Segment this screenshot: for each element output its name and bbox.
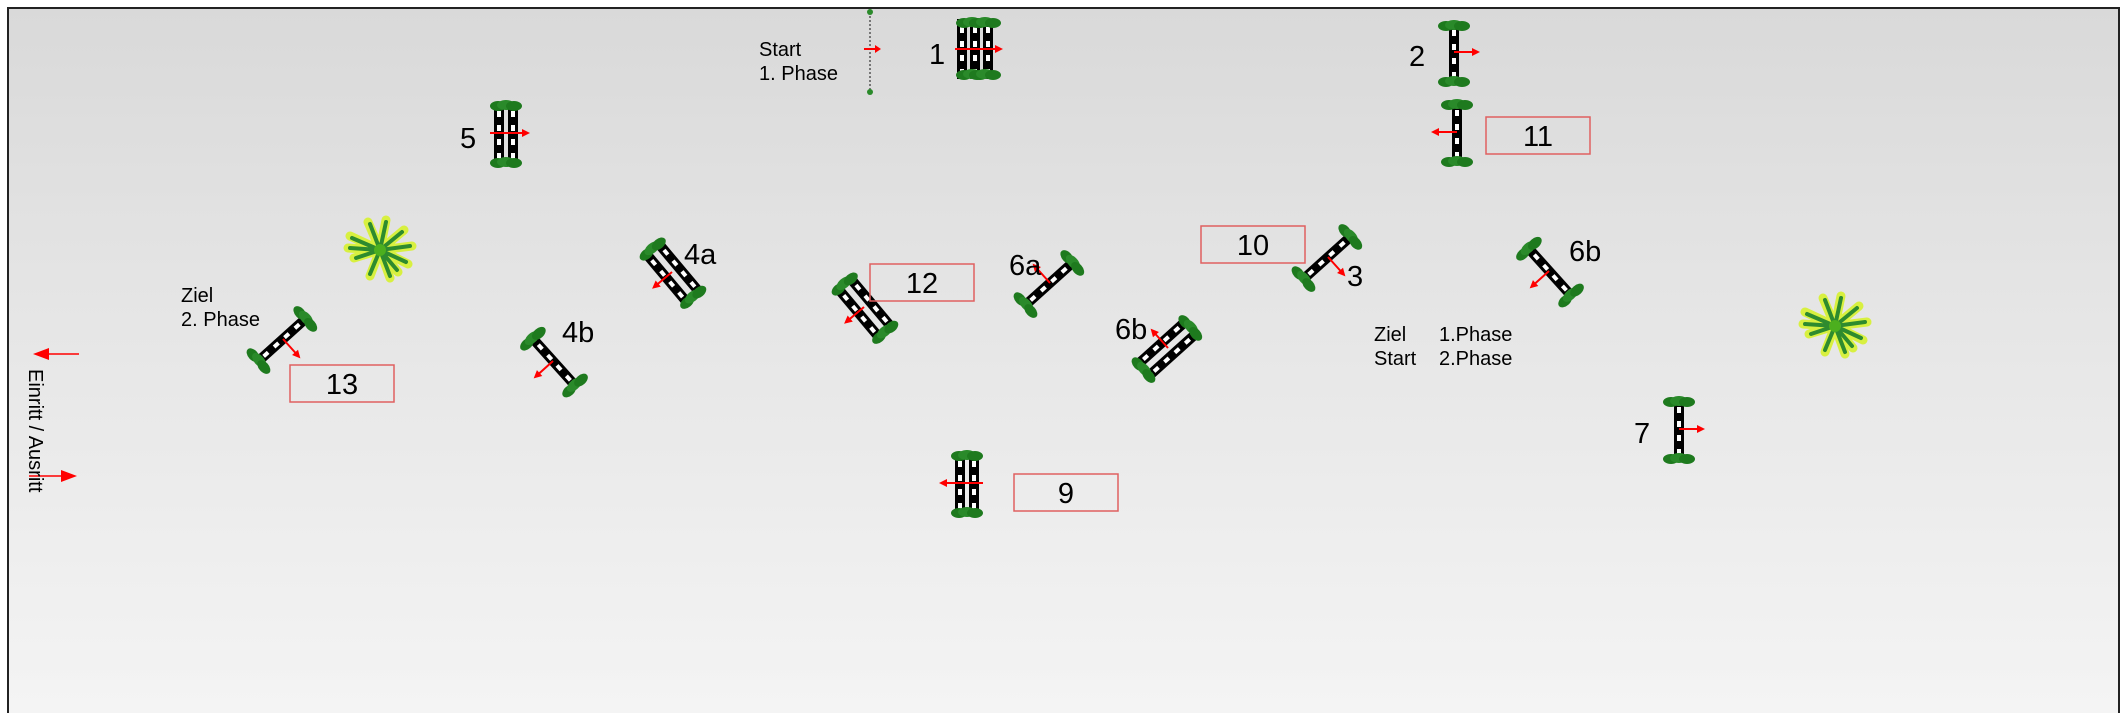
entrance-exit-arrows: [29, 348, 79, 482]
direction-arrow-icon: [939, 479, 947, 487]
start-label-line2: 1. Phase: [759, 63, 838, 85]
fence-label-7: 7: [1634, 418, 1650, 450]
direction-arrow-icon: [1337, 267, 1346, 277]
fence-6b: [1129, 312, 1206, 386]
finish-start-label-b: 1.Phase: [1439, 324, 1512, 346]
fence-1: [955, 17, 1003, 80]
finish-label-line2: 2. Phase: [181, 309, 260, 331]
fence-6a: [1011, 247, 1088, 321]
fence-label-9: 9: [1058, 478, 1074, 510]
fence-box-13: [289, 364, 395, 403]
direction-arrow-icon: [1150, 328, 1159, 338]
plant-icon: [1803, 296, 1867, 354]
course-map: Start 1. Phase 1 2 11 5: [24, 9, 2122, 518]
direction-arrow-icon: [1697, 425, 1705, 433]
direction-arrow-icon: [1032, 263, 1041, 273]
fence-label-8: 6b: [1569, 236, 1601, 268]
fence-4a: [636, 234, 709, 312]
fence-label-6b: 6b: [1115, 314, 1147, 346]
fence-label-12: 12: [906, 268, 938, 300]
fence-label-6a: 6a: [1009, 250, 1042, 282]
finish-label-line1: Ziel: [181, 285, 213, 307]
fence-label-2: 2: [1409, 41, 1425, 73]
finish-start-label-a: Ziel: [1374, 324, 1406, 346]
finish-start-label-d: 2.Phase: [1439, 348, 1512, 370]
fence-13: [244, 303, 321, 377]
direction-arrow-icon: [1529, 280, 1539, 289]
fence-4b: [517, 323, 591, 400]
direction-arrow-icon: [522, 129, 530, 137]
fence-label-13: 13: [326, 369, 358, 401]
fence-box-12: [869, 263, 975, 302]
fence-label-11: 11: [1523, 121, 1553, 153]
fence-label-10: 10: [1237, 230, 1269, 262]
entrance-exit-label: Einritt / Ausritt: [24, 369, 46, 493]
direction-arrow-icon: [292, 349, 301, 359]
start-label-line1: Start: [759, 39, 802, 61]
plant-icon: [348, 220, 412, 278]
direction-arrow-icon: [1431, 128, 1439, 136]
direction-arrow-icon: [844, 315, 853, 324]
fence-label-3: 3: [1347, 261, 1363, 293]
direction-arrow-icon: [1472, 48, 1480, 56]
fence-3: [1289, 221, 1366, 295]
finish-start-label-c: Start: [1374, 348, 1417, 370]
fence-11: [1431, 99, 1473, 167]
fence-9: [939, 450, 983, 518]
fence-label-5: 5: [460, 123, 476, 155]
direction-arrow-icon: [652, 280, 661, 289]
fence-7: [1663, 396, 1705, 464]
direction-arrow-icon: [533, 370, 543, 379]
fence-box-10: [1200, 225, 1306, 264]
fence-box-9: [1013, 473, 1119, 512]
start-gate-icon: [864, 9, 881, 95]
direction-arrow-icon: [33, 348, 49, 360]
fence-5: [490, 100, 530, 168]
fence-label-1: 1: [929, 39, 945, 71]
direction-arrow-icon: [61, 470, 77, 482]
fence-box-11: [1485, 116, 1591, 155]
direction-arrow-icon: [995, 45, 1003, 53]
fence-8: [1513, 233, 1587, 310]
fence-label-4a: 4a: [684, 239, 717, 271]
fence-label-4b: 4b: [562, 317, 594, 349]
fence-12: [828, 269, 901, 347]
fence-2: [1438, 20, 1480, 87]
course-arena: Start 1. Phase 1 2 11 5: [7, 7, 2120, 713]
